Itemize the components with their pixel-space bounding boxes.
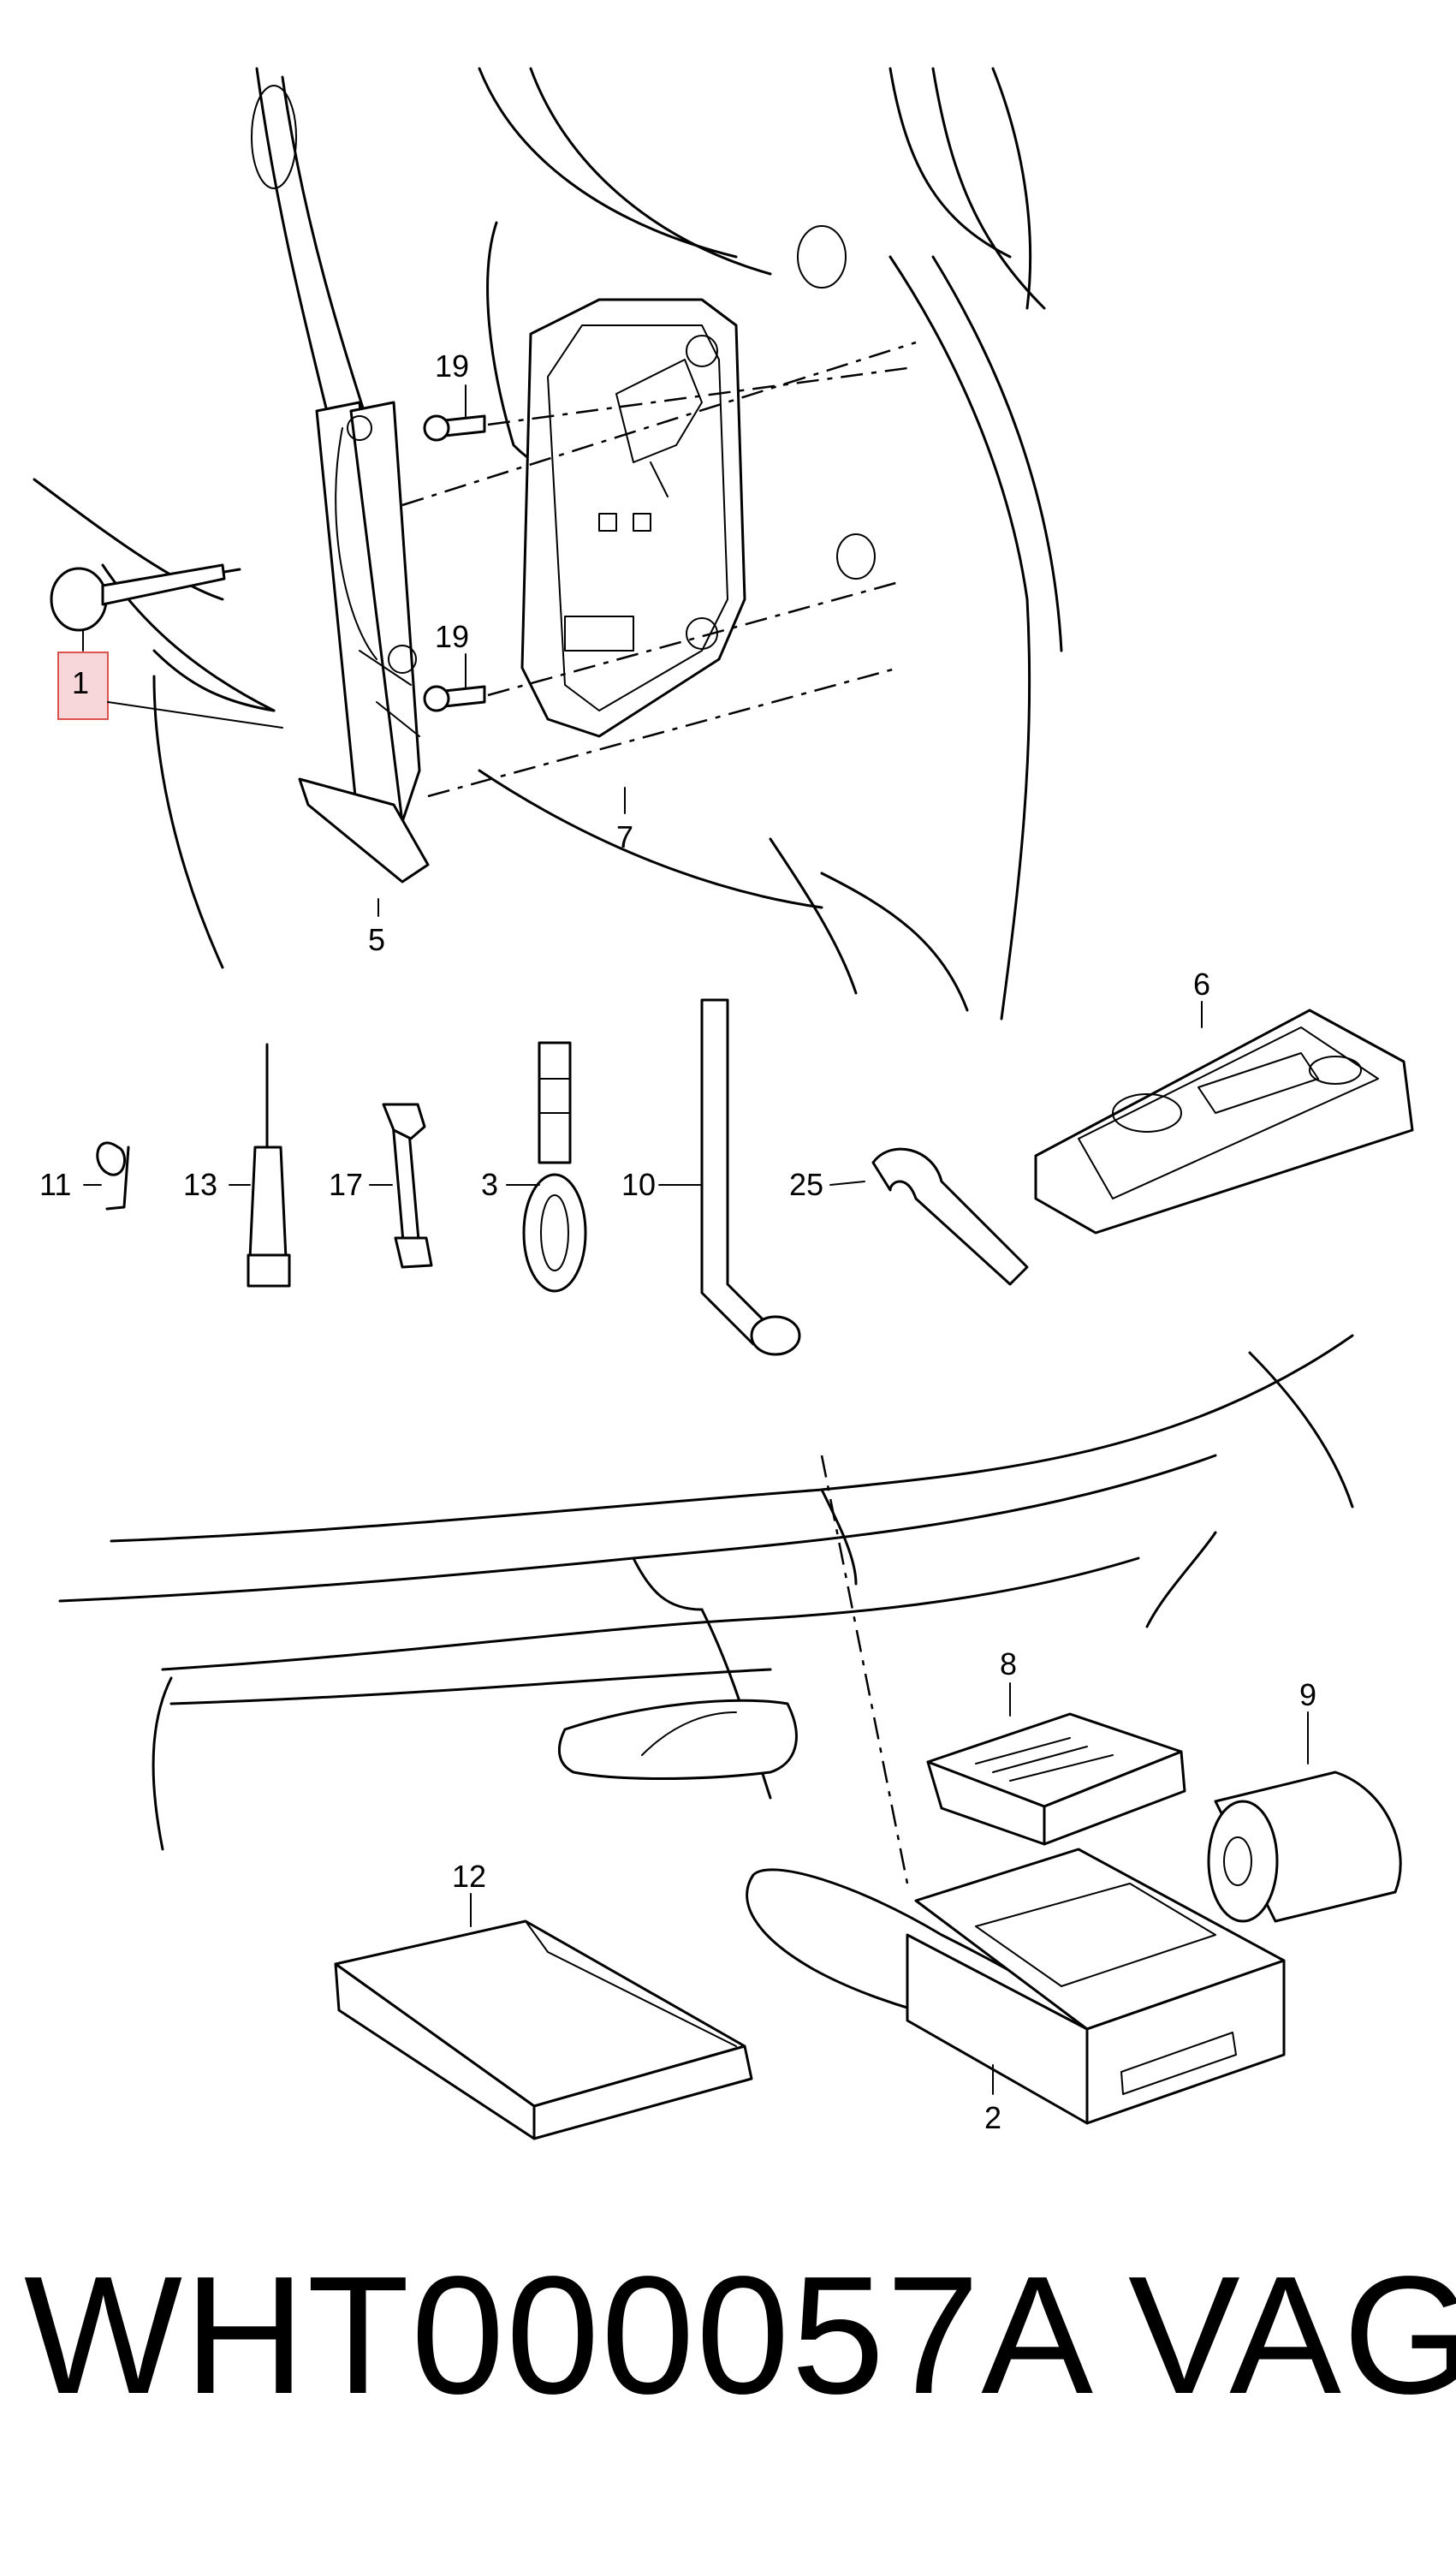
foam-tool-tray-6 [1034,1009,1414,1235]
strap-25 [871,1147,1029,1286]
assembly-guide-lines [401,341,917,1884]
callout-2: 2 [984,2100,1001,2135]
callout-1-highlight [57,652,109,720]
car-jack-5 [298,401,430,884]
callout-19-lower: 19 [435,619,469,654]
callout-1: 1 [72,665,89,700]
trunk-floor-outline [58,1334,1354,1851]
tool-box-2 [746,1848,1286,2125]
leader-lines [82,384,1309,2095]
callout-25: 25 [789,1167,823,1202]
callout-12: 12 [452,1859,486,1894]
callout-9: 9 [1299,1677,1316,1712]
screwdriver-13 [247,1043,291,1288]
callout-8: 8 [1000,1646,1017,1681]
first-aid-kit-8 [926,1712,1186,1846]
callout-17: 17 [329,1167,363,1202]
floor-handle [557,1699,798,1780]
part-number-label: WHT000057A [24,2241,1096,2429]
callout-19-upper: 19 [435,348,469,384]
callout-7: 7 [616,819,633,854]
brand-label: VAG [1128,2241,1456,2429]
callout-13: 13 [183,1167,217,1202]
foam-block-12 [334,1919,753,2140]
towing-eye-3 [522,1041,587,1293]
callout-10: 10 [621,1167,656,1202]
mounting-bracket-7 [520,298,746,738]
handwritten-nine-mark [96,1141,130,1211]
wrench-17 [382,1103,433,1269]
callout-5: 5 [368,922,385,957]
tyre-sealant-canister-9 [1207,1771,1402,1923]
bolt-19-lower [423,685,486,712]
callout-11: 11 [39,1167,71,1202]
bolt-19-upper [423,414,486,442]
callout-6: 6 [1193,967,1210,1002]
wheel-brace-10 [700,998,801,1356]
callout-3: 3 [481,1167,498,1202]
retaining-knob-1 [50,563,241,632]
